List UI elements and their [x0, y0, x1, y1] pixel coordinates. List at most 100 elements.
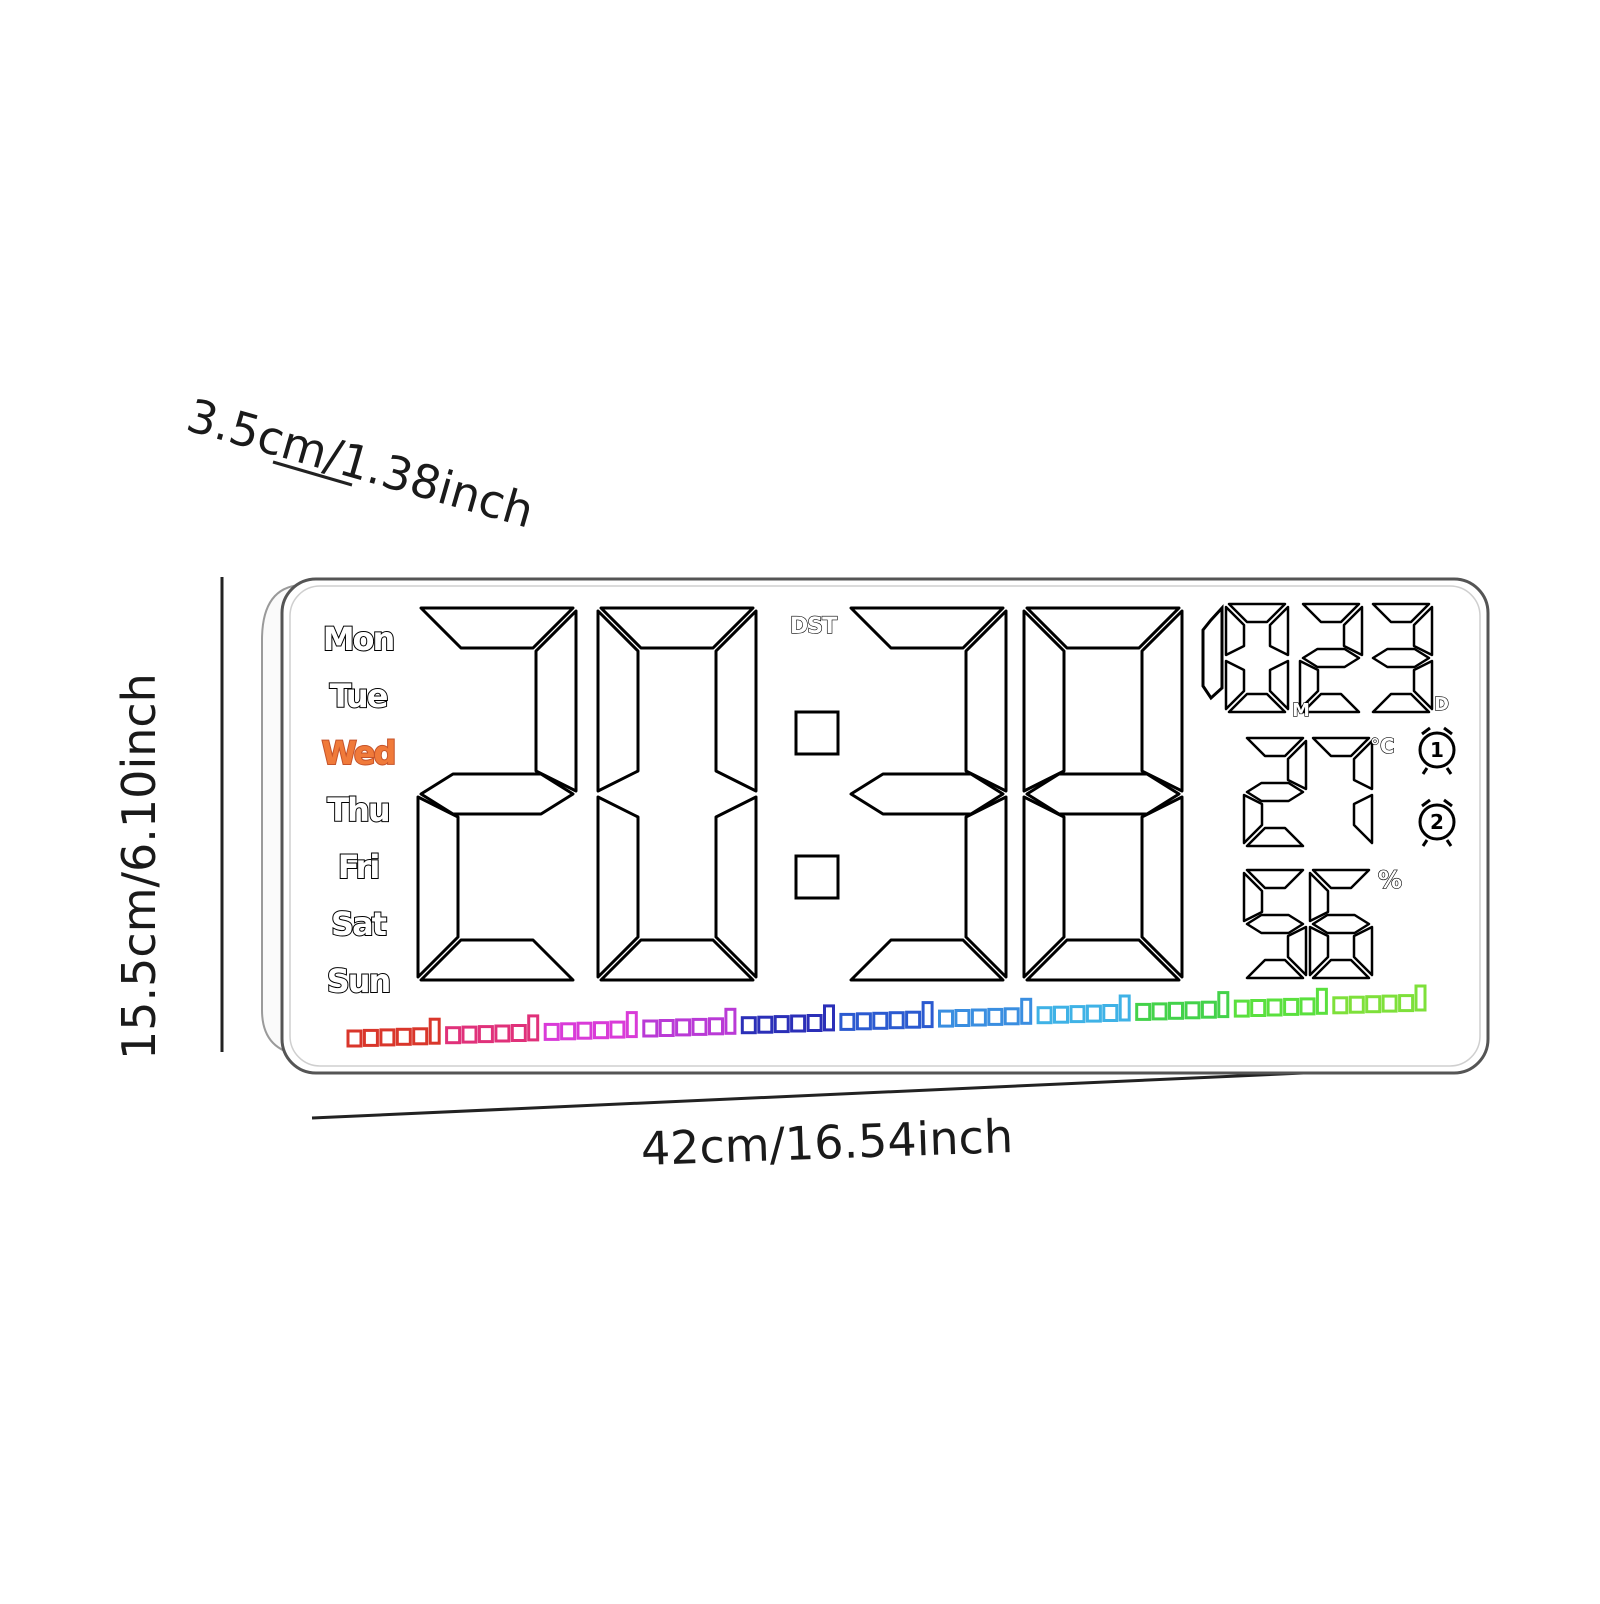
segment-e [596, 795, 640, 979]
rainbow-bar-cell [724, 1007, 737, 1035]
rainbow-bar-cell [675, 1018, 692, 1037]
segment-f [1242, 871, 1264, 923]
segment-a [1245, 868, 1305, 890]
rainbow-bar-cell [839, 1012, 856, 1031]
rainbow-bar-cell [1414, 984, 1427, 1012]
rainbow-progress-bar [346, 984, 1427, 1048]
rainbow-bar-cell [1184, 1001, 1201, 1020]
day-marker: D [1433, 693, 1449, 715]
segment-c [1268, 659, 1290, 711]
alarm-2-icon: 2 [1418, 798, 1456, 847]
clock-body-inner-rim [289, 585, 1481, 1067]
rainbow-bar-cell [362, 1028, 379, 1047]
segment-e [1308, 925, 1330, 977]
segment-g [1025, 772, 1181, 816]
rainbow-bar-cell [888, 1011, 905, 1030]
time-display [416, 606, 1184, 982]
rainbow-bar-cell [1151, 1002, 1168, 1021]
rainbow-bar-cell [1348, 995, 1365, 1014]
segment-e [1242, 793, 1264, 845]
rainbow-bar-cell [1250, 999, 1267, 1017]
rainbow-bar-cell [872, 1011, 889, 1030]
segment-b [964, 609, 1008, 793]
rainbow-bar-cell [593, 1021, 609, 1040]
rainbow-bar-cell [510, 1024, 527, 1042]
rainbow-bar-cell [740, 1016, 757, 1035]
rainbow-bar-cell [1135, 1002, 1152, 1021]
rainbow-bar-cell [412, 1027, 429, 1046]
svg-text:2: 2 [1430, 810, 1444, 834]
segment-a [849, 606, 1005, 650]
depth-dimension-line [272, 460, 353, 487]
segment-b [714, 609, 758, 793]
segment-d [599, 938, 755, 982]
rainbow-bar-cell [691, 1017, 708, 1036]
rainbow-bar-cell [905, 1010, 922, 1029]
rainbow-bar-cell [1365, 995, 1382, 1014]
colon-upper-dot [794, 710, 840, 756]
rainbow-bar-cell [1217, 991, 1230, 1019]
month-leading-segment [1201, 604, 1224, 701]
rainbow-bar-cell [576, 1021, 593, 1040]
segment-a [1227, 602, 1287, 624]
rainbow-bar-cell [477, 1025, 494, 1044]
rainbow-bar-cell [1266, 998, 1283, 1017]
segment-b [1286, 739, 1308, 791]
rainbow-bar-cell [855, 1012, 872, 1031]
rainbow-bar-cell [1168, 1001, 1184, 1020]
segment-e [1298, 659, 1320, 711]
segment-c [964, 795, 1008, 979]
rainbow-bar-cell [806, 1014, 823, 1032]
segment-c [1412, 659, 1434, 711]
time-digit-4 [1022, 606, 1184, 982]
rainbow-bar-cell [1053, 1005, 1069, 1024]
segment-a [599, 606, 755, 650]
rainbow-bar-cell [543, 1022, 560, 1041]
segment-g [1311, 913, 1371, 935]
segment-c [714, 795, 758, 979]
segment-a [1025, 606, 1181, 650]
rainbow-bar-cell [708, 1017, 724, 1036]
segment-a [419, 606, 575, 650]
segment-c [1352, 793, 1374, 845]
segment-b [1268, 605, 1290, 657]
rainbow-bar-cell [1283, 997, 1300, 1016]
segment-f [1022, 609, 1066, 793]
rainbow-bar-cell [346, 1029, 363, 1048]
rainbow-bar-cell [428, 1017, 441, 1045]
day-digit-2 [1371, 602, 1434, 714]
segment-d [1227, 692, 1287, 714]
segment-d [1245, 958, 1305, 980]
rainbow-bar-cell [1233, 999, 1250, 1018]
segment-g [1301, 647, 1361, 669]
rainbow-bar-cell [1069, 1005, 1086, 1024]
rainbow-bar-cell [1332, 996, 1349, 1015]
rainbow-bar-cell [1036, 1006, 1053, 1025]
segment-b [534, 609, 578, 793]
rainbow-bar-cell [1200, 1000, 1217, 1019]
segment-d [849, 938, 1005, 982]
segment-d [1371, 692, 1431, 714]
rainbow-bar-cell [527, 1014, 540, 1042]
segment-a [1245, 736, 1305, 758]
rainbow-bar-cell [790, 1014, 807, 1033]
weekday-tue: Tue [329, 676, 390, 716]
weekday-sat: Sat [330, 904, 388, 944]
segment-g [1245, 781, 1305, 803]
temperature-digit-2 [1311, 736, 1374, 845]
day-digit-1 [1298, 602, 1364, 714]
segment-d [1025, 938, 1181, 982]
segment-a [1301, 602, 1361, 624]
rainbow-bar-cell [987, 1007, 1004, 1026]
segment-g [1371, 647, 1431, 669]
rainbow-bar-cell [1020, 997, 1033, 1025]
segment-e [1224, 659, 1246, 711]
segment-g [849, 772, 1005, 816]
rainbow-bar-cell [642, 1019, 659, 1038]
rainbow-bar-cell [1299, 997, 1316, 1016]
rainbow-bar-cell [1381, 994, 1398, 1013]
month-marker: M [1291, 699, 1310, 721]
width-dimension-line [311, 1064, 1459, 1120]
